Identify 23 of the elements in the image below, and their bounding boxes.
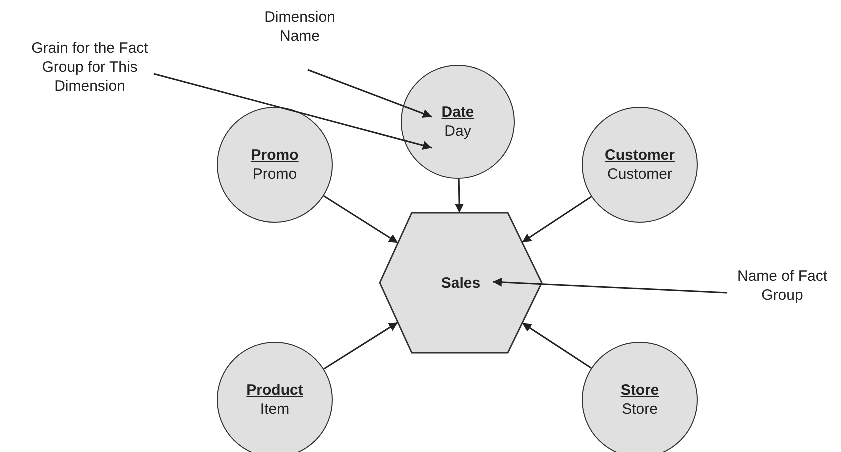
arrow bbox=[324, 322, 398, 370]
leader-arrow bbox=[308, 69, 432, 118]
arrow bbox=[455, 178, 464, 214]
annotation-text: Name of Fact Group bbox=[736, 267, 829, 305]
node-title: Sales bbox=[441, 274, 481, 292]
node-title: Date bbox=[442, 103, 474, 122]
fact-hexagon bbox=[379, 212, 543, 354]
arrow bbox=[522, 196, 592, 244]
arrow bbox=[324, 195, 399, 244]
node-subtitle: Customer bbox=[607, 165, 673, 184]
annotation-text: Dimension Name bbox=[264, 8, 336, 46]
arrow bbox=[522, 322, 592, 369]
leader-arrow bbox=[154, 73, 432, 150]
node-subtitle: Store bbox=[622, 400, 658, 419]
node-subtitle: Day bbox=[444, 122, 472, 141]
node-title: Store bbox=[620, 381, 660, 400]
node-title: Product bbox=[246, 381, 304, 400]
annotation-text: Grain for the Fact Group for This Dimension bbox=[30, 38, 150, 96]
leader-arrow bbox=[492, 278, 728, 294]
node-title: Promo bbox=[251, 146, 299, 165]
node-subtitle: Item bbox=[260, 400, 290, 419]
node-title: Customer bbox=[604, 146, 675, 165]
node-subtitle: Promo bbox=[252, 165, 298, 184]
